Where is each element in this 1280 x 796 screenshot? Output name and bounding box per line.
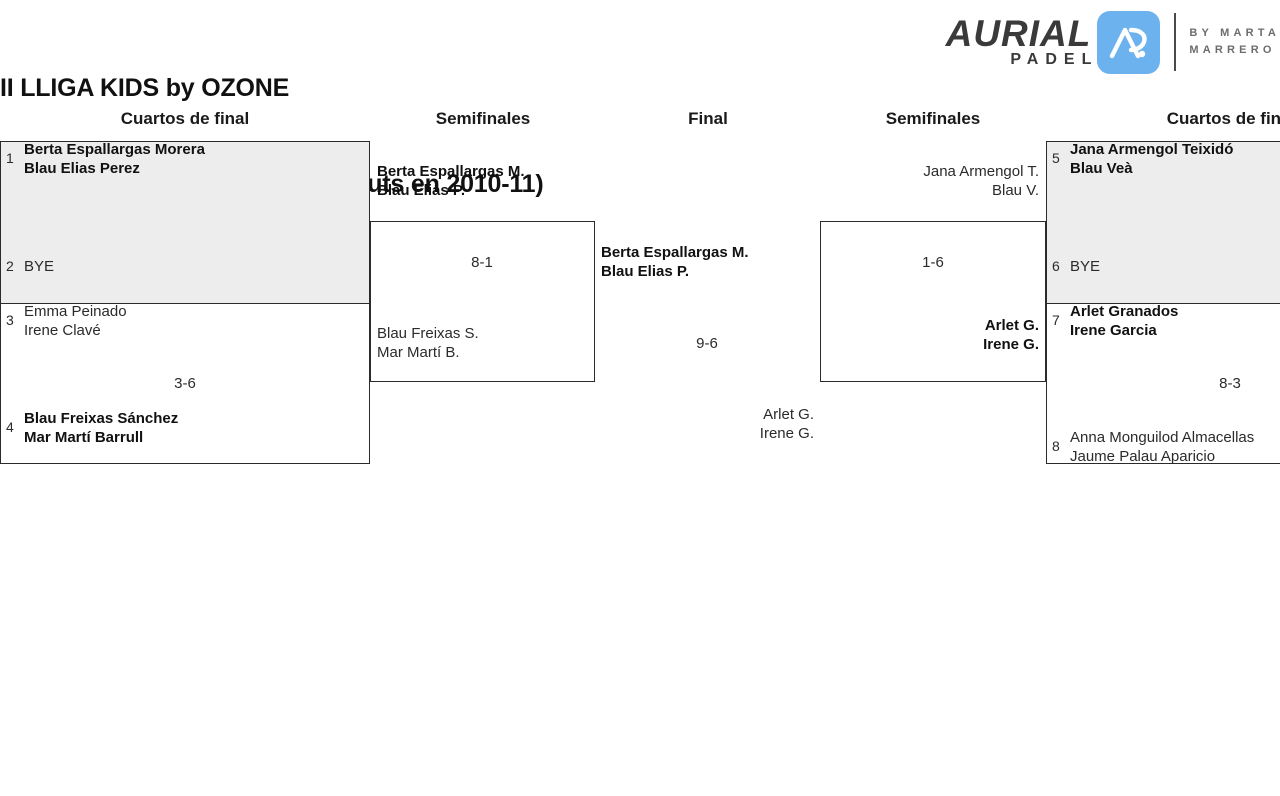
seed-number: 5 bbox=[1052, 150, 1060, 166]
team-names: Jana Armengol Teixidó Blau Veà bbox=[1070, 140, 1233, 178]
player-name-2: Irene G. bbox=[983, 336, 1039, 353]
team-names: Berta Espallargas M. Blau Elias P. bbox=[377, 162, 525, 200]
team-names: Berta Espallargas Morera Blau Elias Pere… bbox=[24, 140, 205, 178]
match-right-semifinal[interactable] bbox=[820, 221, 1046, 382]
team-seed-2[interactable]: 2 BYE bbox=[6, 257, 366, 276]
team-final-left[interactable]: Berta Espallargas M. Blau Elias P. bbox=[601, 243, 831, 281]
player-name-2: Mar Martí B. bbox=[377, 344, 460, 361]
player-name-2: Blau V. bbox=[992, 182, 1039, 199]
team-names: Arlet G. Irene G. bbox=[983, 316, 1039, 354]
logo-byline: BY MARTA MARRERO bbox=[1189, 25, 1280, 59]
team-names: Arlet G. Irene G. bbox=[760, 405, 814, 443]
team-seed-3[interactable]: 3 Emma Peinado Irene Clavé bbox=[6, 302, 366, 340]
player-name-1: Berta Espallargas M. bbox=[601, 244, 749, 261]
score-left-qf2: 3-6 bbox=[174, 375, 196, 392]
team-names: BYE bbox=[1070, 257, 1100, 276]
player-name-2: Mar Martí Barrull bbox=[24, 429, 144, 446]
player-name-1: Emma Peinado bbox=[24, 303, 127, 320]
seed-number: 8 bbox=[1052, 438, 1060, 454]
team-left-semifinal-top[interactable]: Berta Espallargas M. Blau Elias P. bbox=[377, 162, 597, 200]
seed-number: 7 bbox=[1052, 312, 1060, 328]
team-seed-5[interactable]: 5 Jana Armengol Teixidó Blau Veà bbox=[1052, 140, 1280, 178]
player-name-1: Berta Espallargas M. bbox=[377, 163, 525, 180]
seed-number: 1 bbox=[6, 150, 14, 166]
player-name-2: Blau Elias Perez bbox=[24, 160, 140, 177]
logo-wordmark: AURIAL PADEL bbox=[946, 15, 1092, 69]
player-name-1: Arlet G. bbox=[763, 406, 814, 423]
player-name-2: Irene Garcia bbox=[1070, 322, 1157, 339]
player-name-1: Arlet G. bbox=[984, 317, 1039, 334]
ap-monogram-icon bbox=[1097, 10, 1161, 74]
player-name-1: BYE bbox=[24, 258, 55, 275]
player-name-1: Blau Freixas S. bbox=[377, 325, 479, 342]
seed-number: 2 bbox=[6, 258, 14, 274]
player-name-2: Irene Clavé bbox=[24, 322, 101, 339]
score-left-semifinal: 8-1 bbox=[471, 254, 493, 271]
team-names: Blau Freixas Sánchez Mar Martí Barrull bbox=[24, 409, 178, 447]
match-right-qf1[interactable] bbox=[1046, 141, 1280, 304]
team-names: Jana Armengol T. Blau V. bbox=[923, 162, 1039, 200]
player-name-1: Arlet Granados bbox=[1070, 303, 1179, 320]
round-header-left-semis: Semifinales bbox=[435, 109, 531, 128]
team-seed-7[interactable]: 7 Arlet Granados Irene Garcia bbox=[1052, 302, 1280, 340]
player-name-2: Blau Elias P. bbox=[377, 182, 466, 199]
player-name-1: Berta Espallargas Morera bbox=[24, 141, 205, 158]
team-seed-4[interactable]: 4 Blau Freixas Sánchez Mar Martí Barrull bbox=[6, 409, 366, 447]
player-name-1: Anna Monguilod Almacellas bbox=[1070, 429, 1255, 446]
aurial-padel-logo: AURIAL PADEL BY MARTA MARRERO bbox=[946, 6, 1280, 78]
logo-sub-text: PADEL bbox=[1010, 51, 1099, 68]
seed-number: 3 bbox=[6, 312, 14, 328]
seed-number: 6 bbox=[1052, 258, 1060, 274]
score-final: 9-6 bbox=[696, 335, 718, 352]
match-right-qf2[interactable] bbox=[1046, 304, 1280, 464]
logo-divider bbox=[1174, 13, 1177, 71]
round-header-final: Final bbox=[688, 109, 728, 128]
round-header-right-semis: Semifinales bbox=[885, 109, 981, 128]
logo-byline-line1: BY MARTA bbox=[1189, 27, 1280, 39]
player-name-2: Blau Veà bbox=[1070, 160, 1133, 177]
player-name-2: Blau Elias P. bbox=[601, 263, 690, 280]
player-name-1: BYE bbox=[1070, 258, 1101, 275]
round-header-right-quarters: Cuartos de final bbox=[1166, 109, 1280, 128]
team-left-semifinal-bottom[interactable]: Blau Freixas S. Mar Martí B. bbox=[377, 324, 597, 362]
team-names: Anna Monguilod Almacellas Jaume Palau Ap… bbox=[1070, 428, 1254, 466]
team-names: Arlet Granados Irene Garcia bbox=[1070, 302, 1178, 340]
team-names: BYE bbox=[24, 257, 54, 276]
team-right-semifinal-top[interactable]: Jana Armengol T. Blau V. bbox=[820, 162, 1039, 200]
team-names: Emma Peinado Irene Clavé bbox=[24, 302, 127, 340]
logo-brand-text: AURIAL bbox=[945, 13, 1092, 54]
match-left-qf2[interactable] bbox=[0, 304, 370, 464]
team-right-semifinal-bottom[interactable]: Arlet G. Irene G. bbox=[820, 316, 1039, 354]
player-name-1: Jana Armengol T. bbox=[923, 163, 1039, 180]
tournament-name: II LLIGA KIDS by OZONE bbox=[0, 74, 290, 102]
team-seed-6[interactable]: 6 BYE bbox=[1052, 257, 1280, 276]
logo-byline-line2: MARRERO bbox=[1189, 44, 1276, 56]
score-right-qf2: 8-3 bbox=[1219, 375, 1241, 392]
team-final-right[interactable]: Arlet G. Irene G. bbox=[586, 405, 814, 443]
player-name-2: Irene G. bbox=[759, 425, 814, 442]
team-seed-8[interactable]: 8 Anna Monguilod Almacellas Jaume Palau … bbox=[1052, 428, 1280, 466]
player-name-2: Jaume Palau Aparicio bbox=[1070, 448, 1216, 465]
player-name-1: Blau Freixas Sánchez bbox=[24, 410, 179, 427]
player-name-1: Jana Armengol Teixidó bbox=[1070, 141, 1234, 158]
team-names: Blau Freixas S. Mar Martí B. bbox=[377, 324, 479, 362]
round-header-left-quarters: Cuartos de final bbox=[120, 109, 250, 128]
match-left-semifinal[interactable] bbox=[370, 221, 595, 382]
team-seed-1[interactable]: 1 Berta Espallargas Morera Blau Elias Pe… bbox=[6, 140, 366, 178]
match-left-qf1[interactable] bbox=[0, 141, 370, 304]
seed-number: 4 bbox=[6, 419, 14, 435]
score-right-semifinal: 1-6 bbox=[922, 254, 944, 271]
team-names: Berta Espallargas M. Blau Elias P. bbox=[601, 243, 749, 281]
